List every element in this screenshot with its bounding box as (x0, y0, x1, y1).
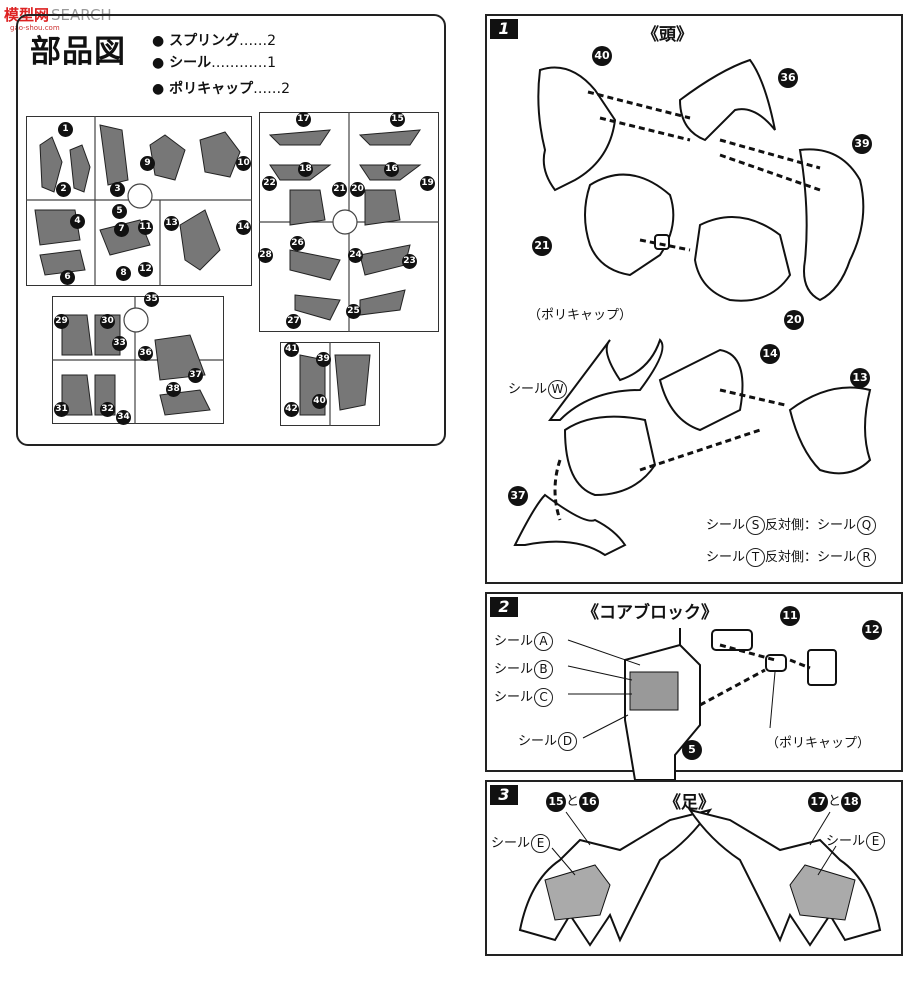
step-1-part-40: 40 (592, 44, 612, 66)
runner-part-number: 33 (112, 336, 127, 351)
runner-part-number: 21 (332, 182, 347, 197)
runner-part-number: 28 (258, 248, 273, 263)
parts-item-spring: ● スプリング……2 (152, 33, 277, 49)
parts-item-seal: ● シール…………1 (152, 55, 277, 71)
runner-part-number: 32 (100, 402, 115, 417)
watermark-url: gao-shou.com (10, 24, 60, 32)
runner-part-number: 25 (346, 304, 361, 319)
runner-part-number: 11 (138, 220, 153, 235)
runner-part-number: 4 (70, 214, 85, 229)
parts-title: 部品図 (30, 34, 126, 70)
runner-part-number: 17 (296, 112, 311, 127)
step-1-part-39: 39 (852, 132, 872, 154)
runner-part-number: 7 (114, 222, 129, 237)
step-1-polycap-label: （ポリキャップ） (528, 308, 633, 323)
runner-part-number: 5 (112, 204, 127, 219)
runner-part-number: 24 (348, 248, 363, 263)
runner-part-number: 35 (144, 292, 159, 307)
runner-part-number: 16 (384, 162, 399, 177)
step-2-part-12: 12 (862, 618, 882, 640)
parts-item-polycap: ● ポリキャップ……2 (152, 81, 291, 97)
step-3-title: 《足》 (664, 793, 715, 813)
parts-diagram-box (16, 14, 446, 446)
runner-part-number: 3 (110, 182, 125, 197)
runner-part-number: 2 (56, 182, 71, 197)
step-1-part-21: 21 (532, 234, 552, 256)
runner-part-number: 36 (138, 346, 153, 361)
runner-part-number: 38 (166, 382, 181, 397)
runner-part-number: 42 (284, 402, 299, 417)
runner-part-number: 10 (236, 156, 251, 171)
step-2-badge: 2 (490, 597, 518, 617)
runner-part-number: 12 (138, 262, 153, 277)
runner-part-number: 1 (58, 122, 73, 137)
runner-part-number: 27 (286, 314, 301, 329)
runner-part-number: 23 (402, 254, 417, 269)
runner-part-number: 8 (116, 266, 131, 281)
runner-part-number: 34 (116, 410, 131, 425)
runner-part-number: 13 (164, 216, 179, 231)
runner-part-number: 39 (316, 352, 331, 367)
runner-part-number: 14 (236, 220, 251, 235)
runner-part-number: 26 (290, 236, 305, 251)
step-2-part-11: 11 (780, 604, 800, 626)
runner-part-number: 41 (284, 342, 299, 357)
runner-part-number: 37 (188, 368, 203, 383)
runner-part-number: 19 (420, 176, 435, 191)
runner-part-number: 40 (312, 394, 327, 409)
runner-part-number: 6 (60, 270, 75, 285)
runner-part-number: 30 (100, 314, 115, 329)
step-2-part-5: 5 (682, 738, 702, 760)
step-2-polycap-label: （ポリキャップ） (766, 736, 871, 751)
runner-part-number: 22 (262, 176, 277, 191)
runner-part-number: 20 (350, 182, 365, 197)
runner-part-number: 15 (390, 112, 405, 127)
runner-frame-a (26, 116, 252, 286)
step-1-part-20: 20 (784, 308, 804, 330)
step-1-part-37: 37 (508, 484, 528, 506)
step-3-badge: 3 (490, 785, 518, 805)
step-1-title: 《頭》 (642, 25, 693, 45)
runner-part-number: 31 (54, 402, 69, 417)
runner-part-number: 9 (140, 156, 155, 171)
step-1-badge: 1 (490, 19, 518, 39)
step-2-title: 《コアブロック》 (582, 603, 718, 623)
runner-part-number: 29 (54, 314, 69, 329)
runner-part-number: 18 (298, 162, 313, 177)
step-1-part-14: 14 (760, 342, 780, 364)
step-1-part-36: 36 (778, 66, 798, 88)
step-1-part-13: 13 (850, 366, 870, 388)
